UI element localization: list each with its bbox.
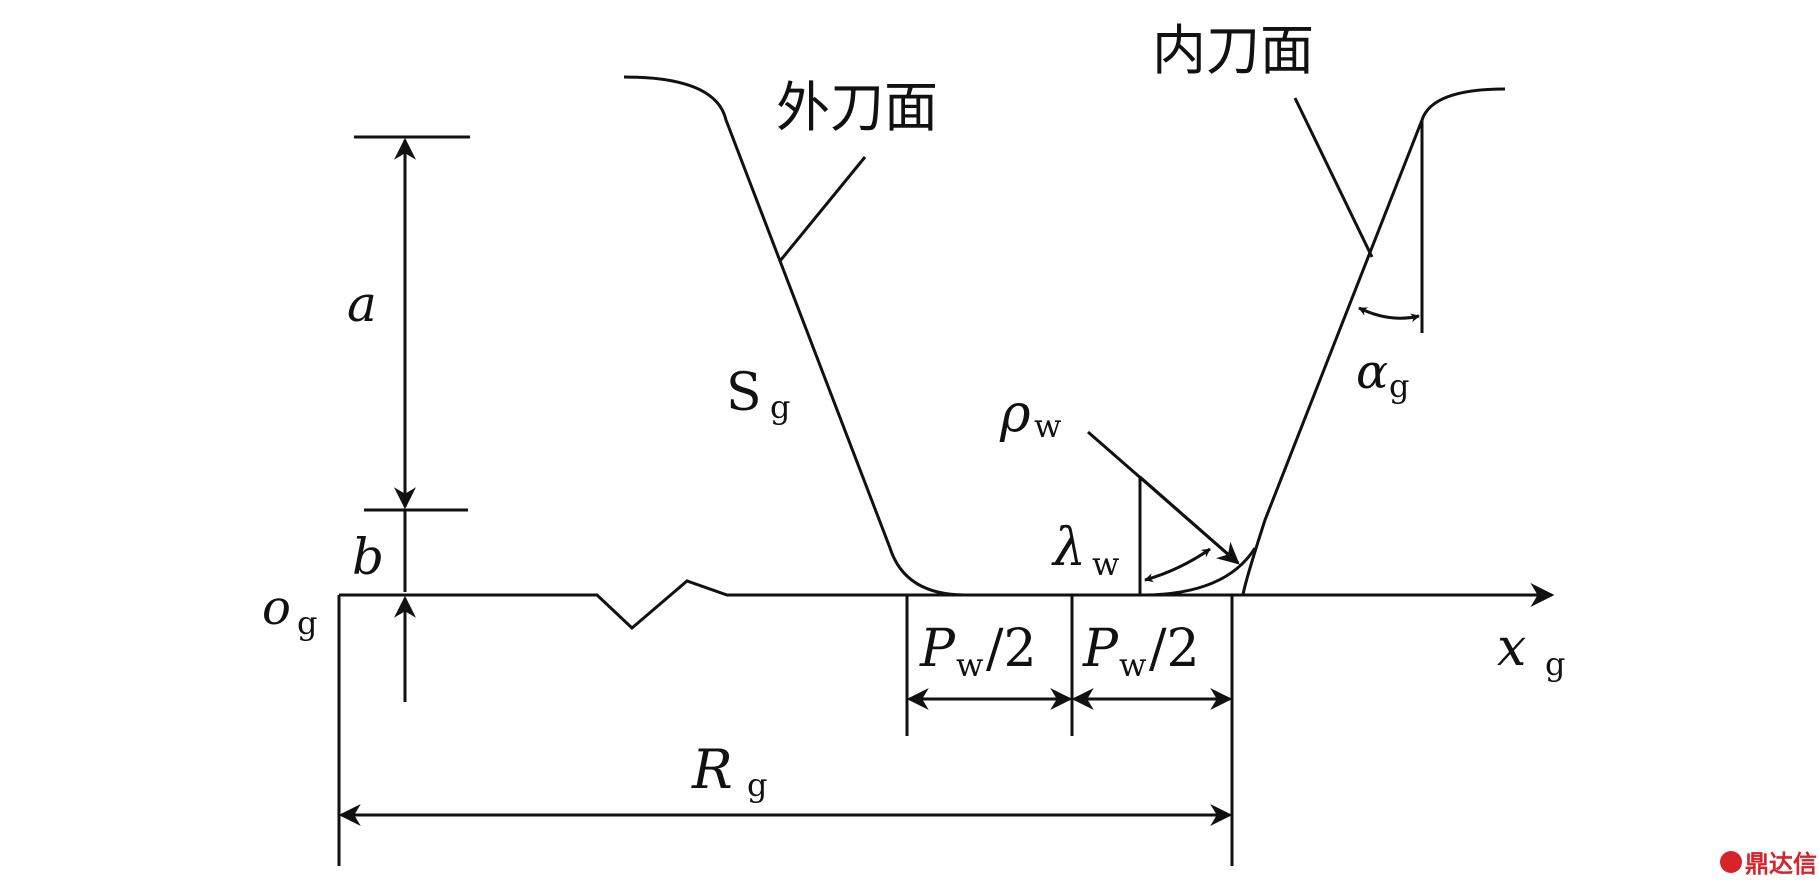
watermark-logo-icon [1720, 851, 1742, 873]
tip-fillet-arc [1137, 547, 1257, 597]
pw-right-label: P [1082, 619, 1119, 679]
alpha-angle-arc [1358, 306, 1420, 323]
lambda-label: λ [1051, 518, 1086, 578]
rg-label: R [691, 738, 733, 801]
watermark: 鼎达信 [1720, 850, 1817, 878]
pw-right-tail: /2 [1149, 619, 1200, 679]
pw-left-subscript: w [956, 646, 983, 684]
watermark-text: 鼎达信 [1745, 850, 1817, 878]
pw-right-subscript: w [1119, 646, 1146, 684]
lambda-angle-arc [1144, 547, 1211, 583]
origin-subscript: g [297, 604, 317, 642]
inner-face-leader [1293, 97, 1374, 258]
pw-left-label: P [919, 619, 956, 679]
rg-subscript: g [747, 766, 767, 804]
x-axis-label: x [1497, 618, 1526, 678]
origin-label: o [262, 580, 291, 636]
rho-label: ρ [999, 384, 1031, 444]
s-label: S [726, 363, 762, 423]
outer-face-label: 外刀面 [776, 76, 938, 139]
alpha-subscript: g [1389, 367, 1409, 405]
pw-left-tail: /2 [986, 619, 1037, 679]
s-subscript: g [770, 388, 790, 426]
outer-face-leader [778, 156, 867, 262]
lambda-subscript: w [1092, 545, 1119, 583]
inner-blade-face [1241, 87, 1506, 596]
a-label: a [347, 275, 377, 333]
lambda-angle-line [1139, 475, 1239, 565]
baseline [339, 579, 1548, 631]
b-label: b [352, 528, 384, 586]
x-axis-subscript: g [1545, 645, 1565, 683]
inner-face-label: 内刀面 [1152, 19, 1314, 82]
rho-subscript: w [1034, 407, 1061, 445]
outer-blade-face [623, 75, 966, 597]
alpha-label: α [1356, 344, 1388, 400]
